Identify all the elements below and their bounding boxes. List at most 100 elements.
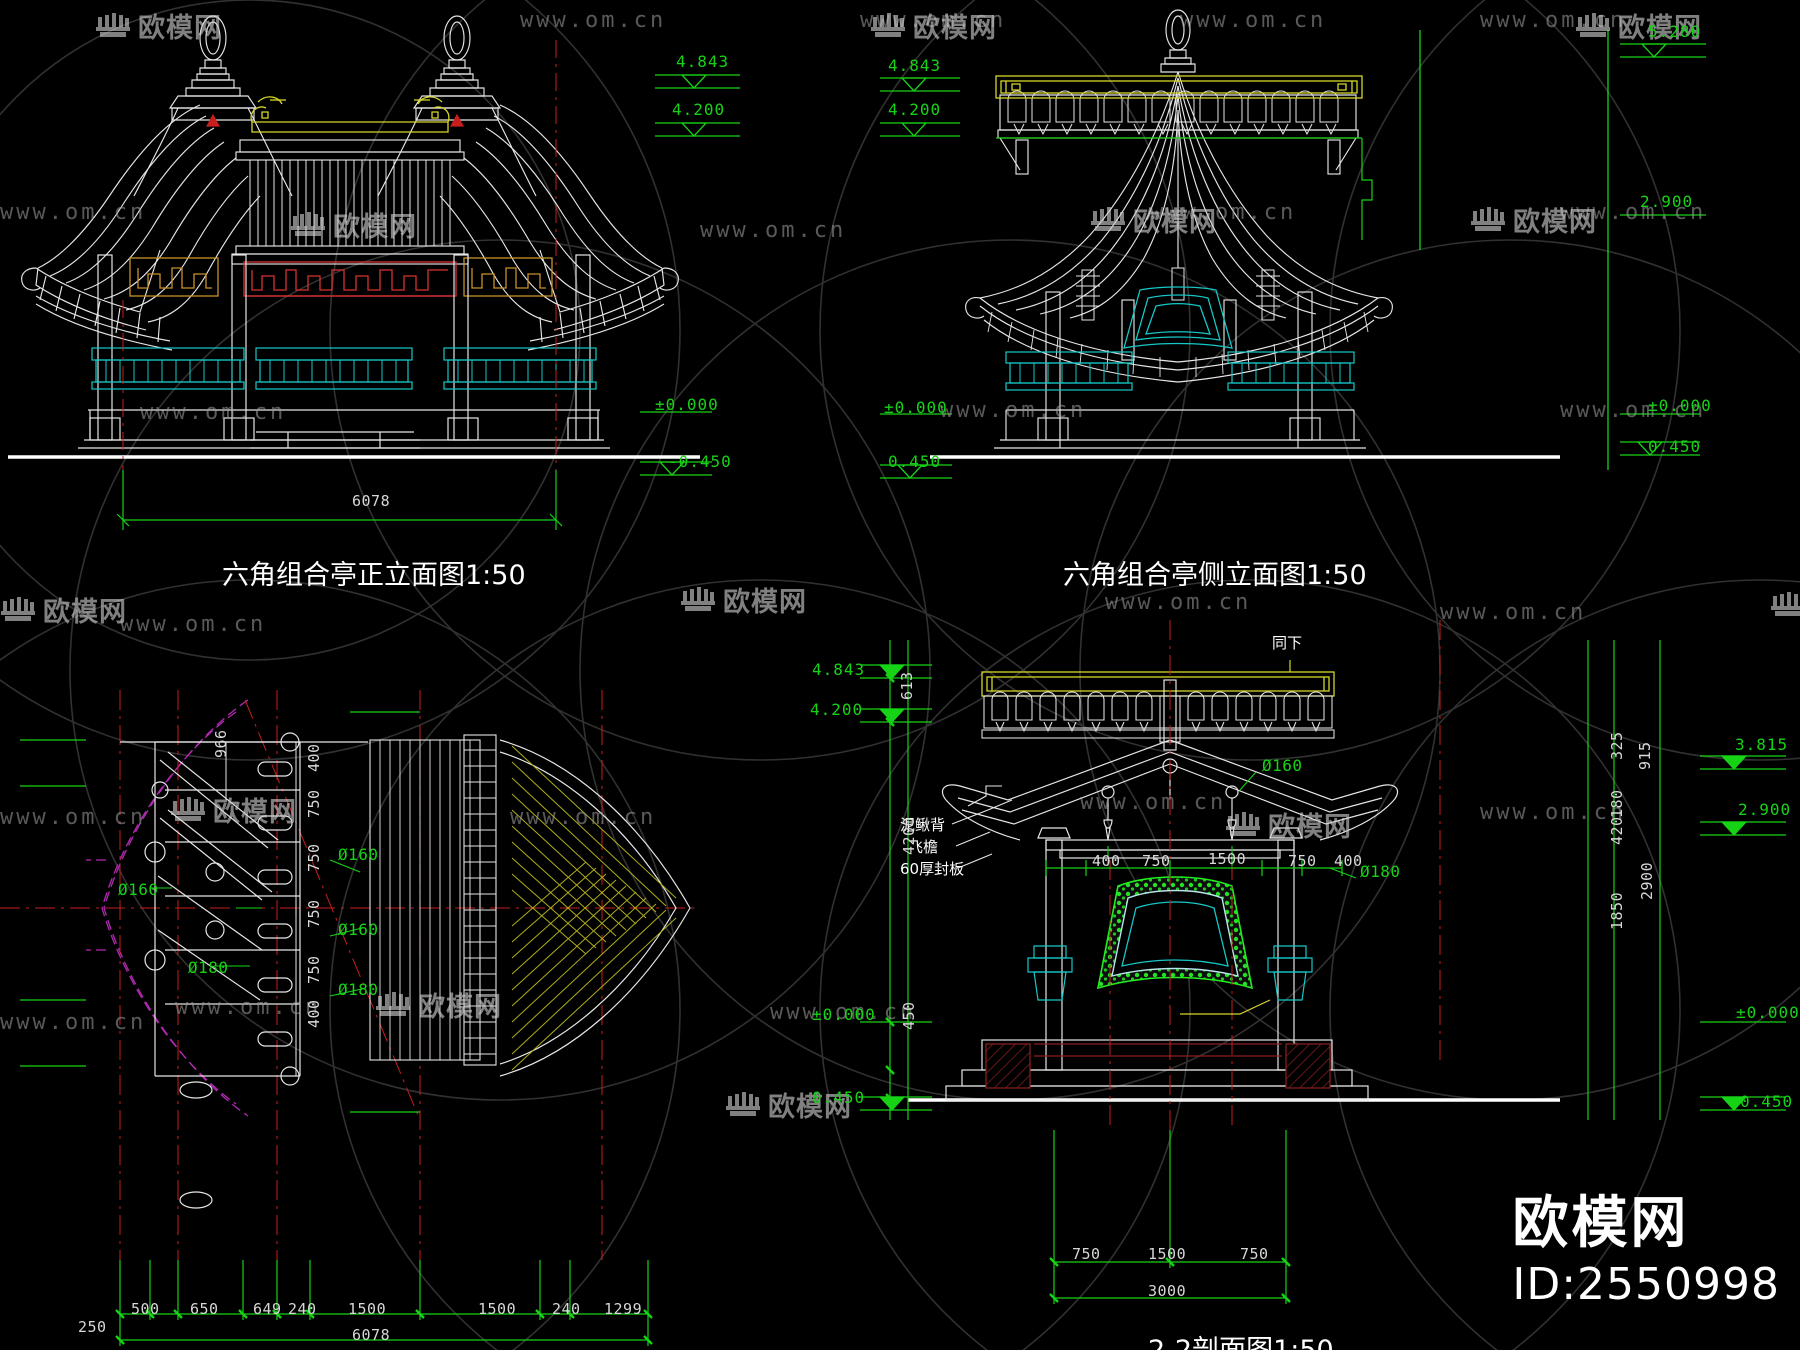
side-plaque-band: [995, 75, 1363, 99]
logo-text: 欧模网: [723, 587, 807, 618]
dimension-label-vertical: 1850: [1608, 891, 1626, 930]
logo-text: 欧模网: [333, 212, 417, 243]
dimension-label-vertical: 613: [898, 671, 916, 700]
member-dimension-label: 750: [1288, 852, 1317, 870]
logo-mark-icon: [170, 796, 206, 823]
pipe-diameter-label: Ø160: [338, 920, 379, 939]
dimension-label: 649: [253, 1300, 282, 1318]
watermark-url: www.om.cn: [1150, 200, 1297, 225]
side-ceiling-panel: [1123, 286, 1233, 349]
construction-note: 同下: [1272, 634, 1303, 652]
brand-id: ID:2550998: [1512, 1259, 1780, 1310]
dimension-label: 1500: [348, 1300, 387, 1318]
elevation-marker-label: 4.200: [672, 100, 726, 119]
logo-mark-icon: [95, 12, 131, 39]
plan-geometry: [0, 690, 700, 1346]
pipe-diameter-label: Ø180: [1360, 862, 1401, 881]
elevation-marker-label: 4.843: [812, 660, 866, 679]
watermark-url: www.om.cn: [510, 805, 657, 830]
elevation-marker-label: 2.900: [1640, 192, 1694, 211]
view-title-section: 2-2剖面图1:50: [1148, 1328, 1334, 1350]
overall-dimension-label: 6078: [352, 492, 391, 510]
logo-mark-icon: [290, 211, 326, 238]
side-railing: [1005, 351, 1355, 391]
elevation-marker-label: ±0.000: [884, 398, 948, 417]
watermark-url: www.om.cn: [1440, 600, 1587, 625]
front-fret-panel-centre: [243, 261, 457, 297]
construction-note: 飞檐: [908, 838, 939, 856]
watermark-url: www.om.cn: [1560, 200, 1707, 225]
view-title-side-elevation: 六角组合亭侧立面图1:50: [1063, 560, 1367, 591]
logo-text: 欧模网: [138, 13, 222, 44]
logo-mark-icon: [1770, 591, 1800, 618]
elevation-marker-label: ±0.000: [655, 395, 719, 414]
watermark-url: www.om.cn: [1180, 8, 1327, 33]
dimension-label-vertical: 750: [305, 789, 323, 818]
dimension-label-vertical: 400: [305, 743, 323, 772]
member-dimension-label: 400: [1334, 852, 1363, 870]
brand-block: 欧模网 ID:2550998: [1512, 1178, 1780, 1310]
elevation-marker-label: 5.280: [1648, 22, 1702, 41]
logo-text: 欧模网: [913, 13, 997, 44]
watermark-logo: 欧模网: [290, 205, 417, 244]
elevation-marker-label: ±0.000: [1648, 396, 1712, 415]
logo-mark-icon: [680, 586, 716, 613]
watermark-logo: 欧模网: [170, 790, 297, 829]
watermark-url: www.om.cn: [1480, 800, 1627, 825]
elevation-marker-label: -0.450: [668, 452, 732, 471]
elevation-marker-label: 4.200: [810, 700, 864, 719]
dimension-label: 500: [131, 1300, 160, 1318]
watermark-url: www.om.cn: [1480, 8, 1627, 33]
member-dimension-label: 750: [1142, 852, 1171, 870]
watermark-url: www.om.cn: [1080, 790, 1227, 815]
watermark-url: www.om.cn: [0, 805, 147, 830]
dimension-label: 240: [288, 1300, 317, 1318]
member-dimension-label: 400: [1092, 852, 1121, 870]
elevation-marker-label: 0.450: [1648, 437, 1702, 456]
pipe-diameter-label: Ø160: [118, 880, 159, 899]
construction-note: 泥鳅背: [900, 816, 946, 834]
dimension-label-vertical: 915: [1636, 741, 1654, 770]
logo-text: 欧模网: [1268, 812, 1352, 843]
logo-mark-icon: [1225, 811, 1261, 838]
member-dimension-label: 1500: [1208, 850, 1247, 868]
elevation-marker-label: 4.843: [676, 52, 730, 71]
pipe-diameter-label: Ø160: [338, 845, 379, 864]
front-ridge-ornament: [250, 96, 450, 133]
watermark-logo: 欧模网: [680, 580, 807, 619]
dimension-label-vertical: 750: [305, 843, 323, 872]
front-dimension-line: [116, 470, 563, 530]
dimension-label-vertical: 325: [1608, 731, 1626, 760]
dimension-label-vertical: 2900: [1638, 861, 1656, 900]
dimension-label: 650: [190, 1300, 219, 1318]
dimension-label-vertical: 420: [1608, 816, 1626, 845]
dimension-label: 1299: [604, 1300, 643, 1318]
logo-mark-icon: [1575, 12, 1611, 39]
elevation-marker-label: 4.843: [888, 56, 942, 75]
watermark-logo: 欧模网: [870, 6, 997, 45]
dimension-label: 1500: [1148, 1245, 1187, 1263]
pipe-diameter-label: Ø180: [188, 958, 229, 977]
front-elevation-geometry: [8, 15, 700, 459]
watermark-logo: 欧模网: [1090, 200, 1217, 239]
construction-note: 60厚封板: [900, 860, 965, 878]
elevation-marker-label: 2.900: [1738, 800, 1792, 819]
dimension-label: 3000: [1148, 1282, 1187, 1300]
watermark-logo: 欧模网: [1470, 200, 1597, 239]
elevation-marker-label: ±0.000: [812, 1005, 876, 1024]
logo-text: 欧模网: [1133, 207, 1217, 238]
dimension-label: 250: [78, 1318, 107, 1336]
dimension-label: 750: [1240, 1245, 1269, 1263]
elevation-marker-label: 3.815: [1735, 735, 1789, 754]
elevation-marker-label: ±0.000: [1736, 1003, 1800, 1022]
watermark-url: www.om.cn: [0, 200, 147, 225]
watermark-url: www.om.cn: [1105, 590, 1252, 615]
logo-text: 欧模网: [1618, 13, 1702, 44]
watermark-logo: 欧模网: [1225, 805, 1352, 844]
dimension-label: 750: [1072, 1245, 1101, 1263]
brand-name: 欧模网: [1512, 1191, 1690, 1256]
